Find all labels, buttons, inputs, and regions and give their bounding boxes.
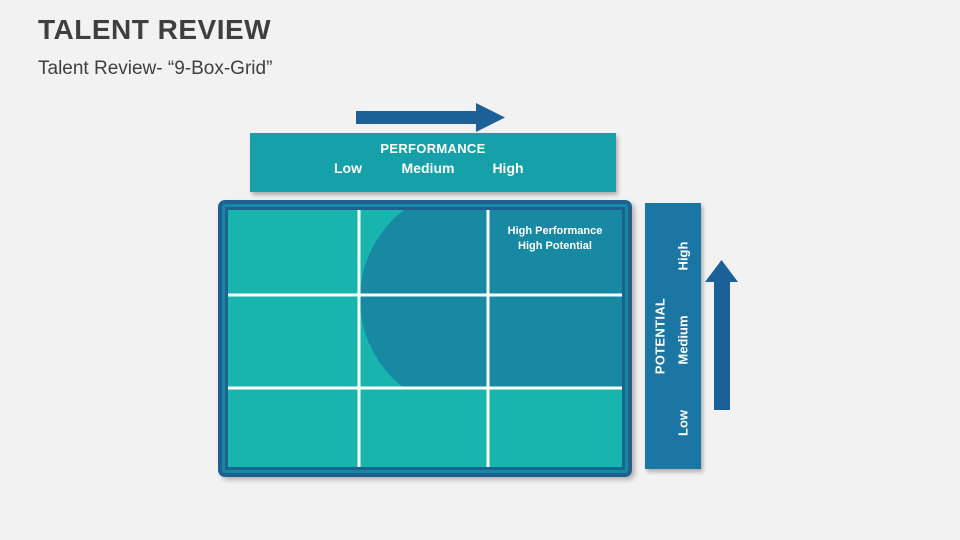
grid-frame-teal-stripe: High Performance High Potential <box>222 204 628 473</box>
potential-axis-label: POTENTIAL <box>652 297 668 375</box>
arrow-up-head <box>705 260 738 282</box>
highlight-label-line2: High Potential <box>518 240 592 252</box>
performance-level-low: Low <box>334 160 362 176</box>
grid-cells <box>228 210 622 467</box>
potential-level-low: Low <box>675 410 691 436</box>
arrow-right-shaft <box>356 111 478 124</box>
highlight-label-line1: High Performance <box>507 225 603 237</box>
arrow-up-icon <box>705 260 738 410</box>
page-subtitle: Talent Review- “9-Box-Grid” <box>38 58 273 79</box>
performance-level-high: High <box>492 160 524 176</box>
highlight-region <box>360 210 622 388</box>
potential-level-medium: Medium <box>675 315 691 365</box>
page-title: TALENT REVIEW <box>38 14 272 45</box>
nine-box-grid: High Performance High Potential <box>218 200 632 477</box>
high-performance-high-potential-label: High Performance High Potential <box>488 224 622 254</box>
potential-level-high: High <box>675 241 691 271</box>
arrow-right-icon <box>356 103 505 132</box>
performance-axis-header: PERFORMANCE Low Medium High <box>250 133 616 192</box>
performance-level-medium: Medium <box>401 160 455 176</box>
grid-frame-inner-border: High Performance High Potential <box>225 207 625 470</box>
arrow-right-head <box>476 103 505 132</box>
potential-axis-header: POTENTIAL High Medium Low <box>645 203 701 469</box>
performance-axis-label: PERFORMANCE <box>380 141 486 156</box>
gridlines <box>228 210 622 467</box>
arrow-up-shaft <box>714 281 730 410</box>
